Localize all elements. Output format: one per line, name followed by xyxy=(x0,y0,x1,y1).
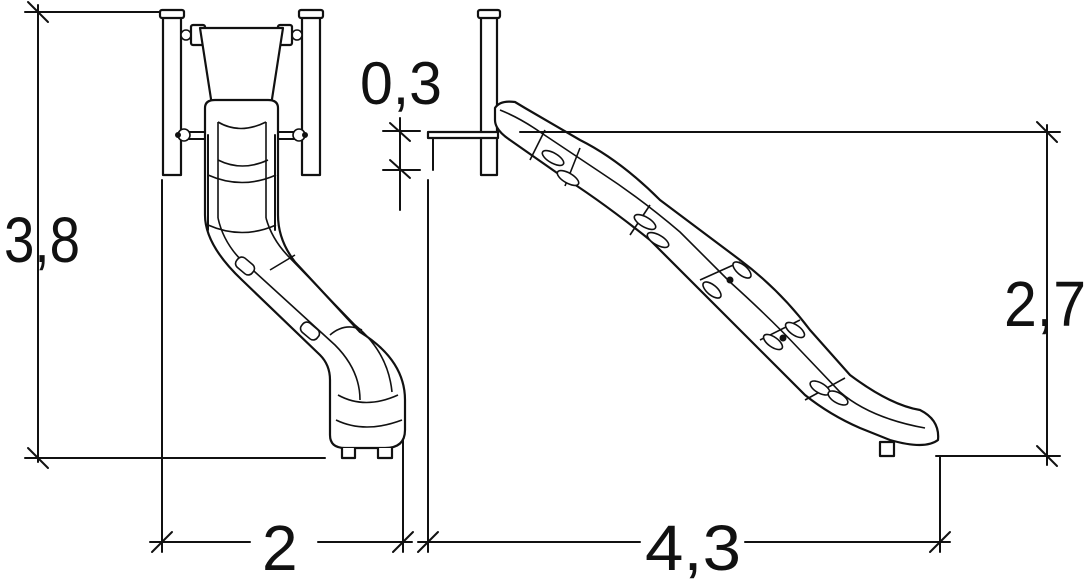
width-front-label: 2 xyxy=(262,512,298,582)
front-left-post xyxy=(161,13,183,177)
side-view xyxy=(426,8,940,458)
length-side-label: 4,3 xyxy=(645,512,741,582)
side-foot xyxy=(878,440,896,458)
front-right-post xyxy=(300,13,322,177)
front-foot-left xyxy=(340,448,357,460)
platform-offset-label: 0,3 xyxy=(360,50,442,117)
side-post xyxy=(479,13,499,177)
height-total-label: 3,8 xyxy=(4,204,80,276)
platform xyxy=(426,130,500,140)
front-view xyxy=(158,8,407,460)
front-foot-right xyxy=(376,448,394,460)
dimension-lines xyxy=(24,1,1061,553)
height-side-label: 2,7 xyxy=(1004,268,1086,340)
